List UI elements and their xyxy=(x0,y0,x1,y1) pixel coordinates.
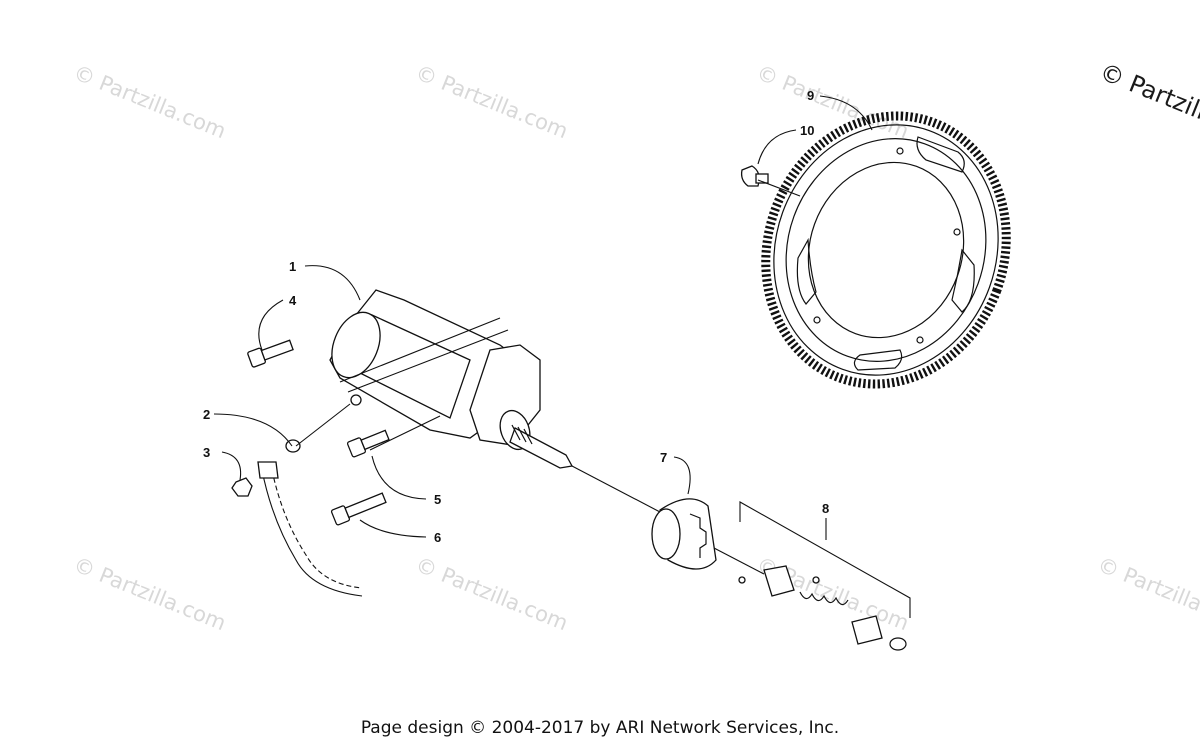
bolt-shank xyxy=(260,339,294,361)
callout-6: 6 xyxy=(434,530,441,545)
leader-line xyxy=(819,95,873,131)
centre-line xyxy=(757,179,801,197)
watermark: © Partzilla.com xyxy=(70,552,229,635)
ring-gear-hole xyxy=(953,228,961,236)
leader-line xyxy=(359,519,427,538)
ring-gear-rim xyxy=(773,124,999,376)
drive-kit xyxy=(738,501,911,651)
cable-terminal xyxy=(257,461,279,479)
bolt-6 xyxy=(330,492,387,526)
ring-gear-slot xyxy=(951,248,975,313)
callout-1: 1 xyxy=(289,259,296,274)
nut xyxy=(231,477,253,497)
kit-ball xyxy=(812,576,820,584)
starter-terminal xyxy=(350,394,362,406)
centre-line xyxy=(295,403,351,447)
drive-face xyxy=(651,508,681,560)
ring-gear-slot xyxy=(796,237,817,305)
starter-shaft xyxy=(509,427,574,469)
centre-line xyxy=(713,547,765,575)
ring-gear-hole xyxy=(896,147,904,155)
ring-gear-hole xyxy=(813,316,821,324)
bolt-4 xyxy=(247,339,294,368)
starter-motor xyxy=(329,289,574,469)
starter-drive xyxy=(651,498,717,570)
drive-pinion xyxy=(689,513,707,558)
callouts: 1 2 3 4 5 6 7 8 9 10 xyxy=(203,88,829,545)
cable-line xyxy=(261,469,363,597)
ring-gear-slot xyxy=(916,136,965,173)
callout-5: 5 xyxy=(434,492,441,507)
leader-line xyxy=(757,129,797,165)
watermark: © Partzilla.com xyxy=(70,60,229,143)
corner-watermark: © Partzilla xyxy=(1096,58,1200,131)
centre-line xyxy=(571,465,661,513)
centre-line xyxy=(369,415,441,451)
kit-spring xyxy=(799,591,849,606)
starter-spring xyxy=(511,424,533,445)
nut-body xyxy=(231,477,253,497)
callout-3: 3 xyxy=(203,445,210,460)
kit-snap-ring xyxy=(889,637,907,651)
watermark: © Partzilla.com xyxy=(753,60,912,143)
starter-cable xyxy=(257,461,363,597)
starter-rod xyxy=(339,317,501,383)
starter-rod xyxy=(347,329,509,393)
callout-2: 2 xyxy=(203,407,210,422)
kit-ball xyxy=(738,576,746,584)
screw-shank xyxy=(755,173,769,184)
bolt-shank xyxy=(360,429,390,451)
kit-sleeve xyxy=(851,615,883,645)
callout-8: 8 xyxy=(822,501,829,516)
ring-gear-band xyxy=(785,138,987,362)
watermark: © Partzilla.com xyxy=(412,552,571,635)
screw-head xyxy=(740,165,760,187)
leader-line xyxy=(673,456,691,495)
bolt-5 xyxy=(346,429,390,458)
assembly-lines xyxy=(295,179,801,575)
callout-9: 9 xyxy=(807,88,814,103)
leader-line xyxy=(258,299,284,351)
leader-lines xyxy=(213,95,873,540)
kit-bracket xyxy=(739,501,911,618)
bolt-shank xyxy=(344,492,387,519)
kit-collar xyxy=(763,565,795,597)
ring-gear-slot xyxy=(853,349,903,371)
leader-line xyxy=(304,265,361,301)
callout-10: 10 xyxy=(800,123,814,138)
leader-line xyxy=(213,413,293,447)
watermark: © Partzilla.com xyxy=(412,60,571,143)
watermark: © Partzilla.com xyxy=(1094,552,1200,635)
lock-washer xyxy=(285,439,301,453)
ring-gear-inner xyxy=(807,161,965,339)
lock-washer-ring xyxy=(285,439,301,453)
leader-line xyxy=(371,455,427,500)
ring-gear-outer xyxy=(761,111,1011,389)
ring-gear xyxy=(761,111,1011,389)
ring-gear-hole xyxy=(916,336,924,344)
cable-line xyxy=(271,469,363,589)
callout-4: 4 xyxy=(289,293,297,308)
leader-line xyxy=(221,451,242,481)
starter-end-cap xyxy=(331,311,381,379)
flat-head-screw xyxy=(740,165,769,187)
watermarks: © Partzilla.com © Partzilla.com © Partzi… xyxy=(70,58,1200,636)
callout-7: 7 xyxy=(660,450,667,465)
footer-copyright: Page design © 2004-2017 by ARI Network S… xyxy=(360,718,840,738)
